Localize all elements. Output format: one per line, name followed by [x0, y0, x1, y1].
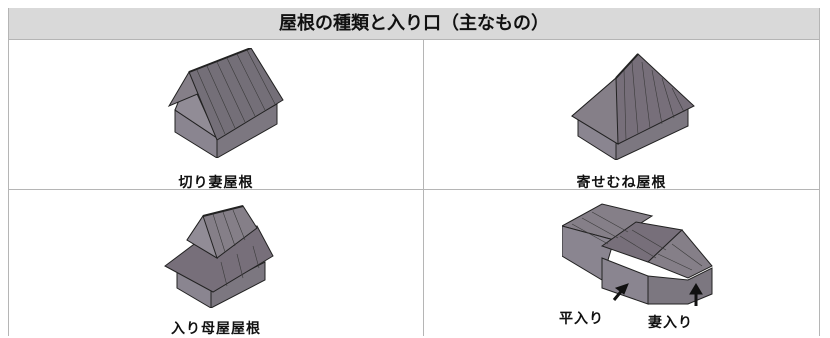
caption-irimoya-roof: 入り母屋屋根 — [171, 321, 261, 337]
entrance-house-icon — [562, 203, 713, 306]
cell-irimoya-roof: 入り母屋屋根 — [9, 190, 423, 337]
caption-gable-roof: 切り妻屋根 — [178, 175, 254, 191]
cell-gable-roof: 切り妻屋根 — [9, 40, 423, 191]
cell-entrance-types: 平入り 妻入り — [423, 190, 819, 336]
cell-hip-roof: 寄せむね屋根 — [423, 40, 819, 191]
label-hira-iri: 平入り — [559, 311, 604, 327]
caption-hip-roof: 寄せむね屋根 — [576, 175, 667, 191]
irimoya-roof-house-icon — [164, 205, 274, 308]
page-title: 屋根の種類と入り口（主なもの） — [9, 8, 819, 40]
hip-roof-house-icon — [571, 53, 695, 160]
label-tsuma-iri: 妻入り — [648, 315, 693, 331]
roof-types-table: 屋根の種類と入り口（主なもの） 切り妻屋根 — [8, 8, 820, 337]
gable-roof-house-icon — [167, 48, 284, 158]
